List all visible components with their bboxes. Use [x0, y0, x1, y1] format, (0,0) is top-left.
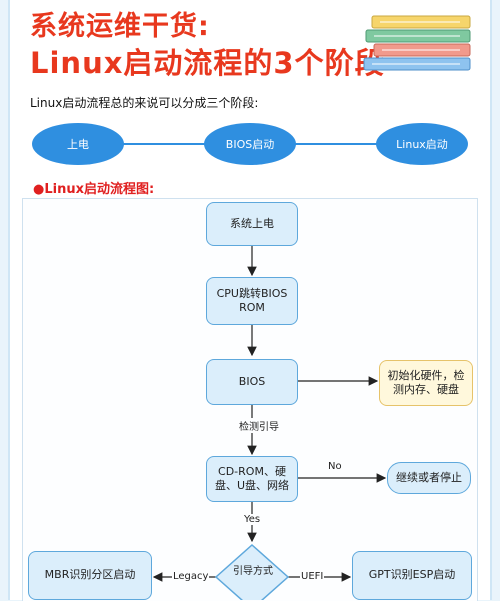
node-detect-boot-device: CD-ROM、硬盘、U盘、网络: [206, 456, 298, 502]
title-line-1: 系统运维干货:: [30, 11, 210, 42]
edge-label-uefi: UEFI: [300, 571, 325, 582]
node-continue-or-stop: 继续或者停止: [387, 462, 471, 494]
node-bios: BIOS: [206, 359, 298, 405]
node-mbr-boot: MBR识别分区启动: [28, 551, 152, 600]
stage-3-label: Linux启动: [396, 138, 448, 151]
stage-1-label: 上电: [67, 138, 89, 151]
node-init-hardware: 初始化硬件，检测内存、硬盘: [379, 360, 473, 406]
stage-2-shape: [204, 123, 296, 165]
stage-flow-bar: 上电 BIOS启动 Linux启动: [30, 120, 470, 168]
stage-flow-graphic: [32, 123, 468, 165]
node-boot-mode-label: 引导方式: [233, 566, 273, 577]
stage-2-label: BIOS启动: [225, 138, 275, 151]
node-gpt-boot: GPT识别ESP启动: [352, 551, 472, 600]
node-cpu-jump: CPU跳转BIOS ROM: [206, 277, 298, 325]
node-power-on: 系统上电: [206, 202, 298, 246]
edge-label-yes: Yes: [243, 514, 262, 525]
intro-text: Linux启动流程总的来说可以分成三个阶段:: [30, 96, 259, 110]
edge-label-no: No: [327, 461, 343, 472]
stage-1-shape: [32, 123, 124, 165]
edge-label-legacy: Legacy: [172, 571, 210, 582]
edge-label-detect: 检测引导: [238, 418, 280, 433]
boot-mode-diamond: [214, 543, 290, 600]
title-line-2: Linux启动流程的3个阶段: [30, 46, 385, 80]
stage-3-shape: [376, 123, 468, 165]
books-icon: [363, 15, 471, 71]
section-title: ●Linux启动流程图:: [33, 182, 155, 197]
